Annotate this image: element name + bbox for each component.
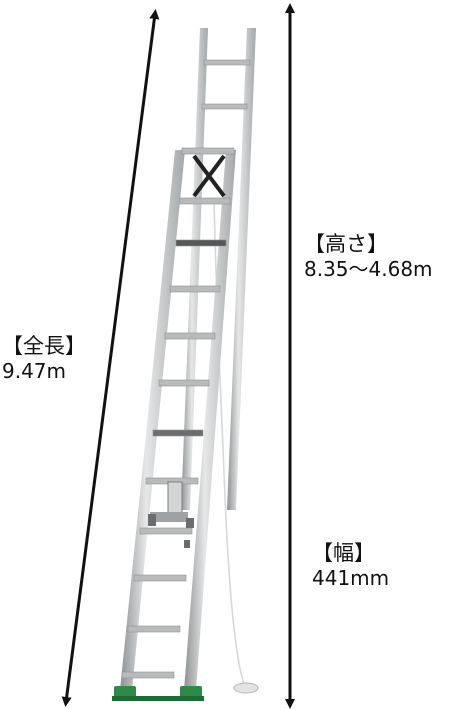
length-spec: 【全長】 9.47m <box>2 333 86 384</box>
cross-brace <box>192 154 226 198</box>
height-title: 【高さ】 <box>304 232 388 256</box>
width-value: 441mm <box>312 566 390 591</box>
width-spec: 【幅】 441mm <box>312 540 389 591</box>
ladder-image <box>112 28 259 701</box>
upper-right-rail <box>227 28 256 510</box>
length-title: 【全長】 <box>2 334 86 358</box>
length-arrow-icon <box>61 9 160 707</box>
upper-rungs <box>201 59 251 110</box>
ladder-feet <box>112 686 204 701</box>
lower-rungs <box>121 147 235 679</box>
height-spec: 【高さ】 8.35～4.68m <box>304 231 433 282</box>
lock-hardware <box>148 481 194 548</box>
lower-right-rail <box>184 150 236 690</box>
lower-left-rail <box>120 150 185 690</box>
width-title: 【幅】 <box>312 541 375 565</box>
length-value: 9.47m <box>2 359 67 384</box>
cord-weight <box>233 682 259 694</box>
height-value: 8.35～4.68m <box>304 257 433 282</box>
